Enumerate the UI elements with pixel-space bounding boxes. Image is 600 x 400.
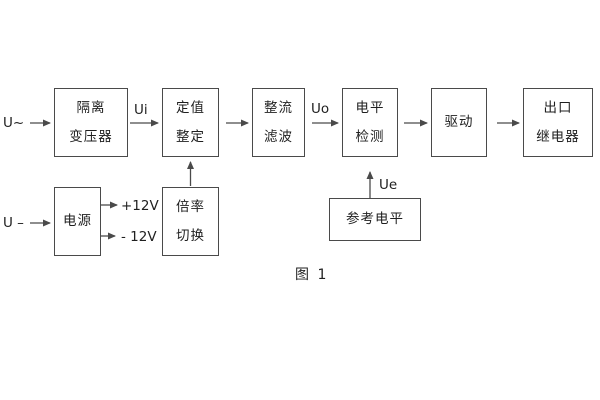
- block-label-line: 定值: [176, 99, 205, 116]
- label-signal-ue: Ue: [379, 177, 398, 193]
- block-driver: 驱动: [431, 88, 487, 157]
- block-label-line: 驱动: [444, 114, 474, 130]
- block-label-line: 电平: [355, 99, 385, 116]
- block-isolation-transformer: 隔离 变压器: [54, 88, 128, 157]
- label-rail-neg-12v: - 12V: [121, 229, 157, 245]
- block-power-supply: 电源: [54, 187, 101, 256]
- block-level-detect: 电平 检测: [342, 88, 398, 157]
- block-setting-adjust: 定值 整定: [162, 88, 219, 157]
- block-label-line: 检测: [355, 128, 385, 145]
- label-signal-ui: Ui: [134, 102, 148, 118]
- figure-caption: 图 1: [295, 267, 329, 283]
- label-signal-uo: Uo: [311, 101, 330, 117]
- block-ratio-switch: 倍率 切换: [162, 187, 219, 256]
- block-label-line: 继电器: [536, 128, 580, 145]
- block-label-line: 切换: [176, 227, 205, 244]
- block-label-line: 整定: [176, 128, 205, 145]
- block-label-line: 电源: [63, 213, 92, 229]
- block-reference-level: 参考电平: [329, 198, 421, 241]
- block-rectifier-filter: 整流 滤波: [252, 88, 305, 157]
- block-label-line: 整流: [264, 99, 293, 116]
- label-rail-pos-12v: +12V: [121, 198, 159, 214]
- block-output-relay: 出口 继电器: [523, 88, 593, 157]
- block-label-line: 参考电平: [346, 211, 404, 227]
- block-label-line: 隔离: [76, 99, 106, 116]
- block-label-line: 倍率: [176, 198, 205, 215]
- block-label-line: 滤波: [264, 128, 293, 145]
- label-ac-input: U~: [3, 115, 25, 131]
- block-label-line: 变压器: [69, 128, 113, 145]
- label-dc-input: U –: [3, 215, 24, 231]
- block-label-line: 出口: [543, 99, 573, 116]
